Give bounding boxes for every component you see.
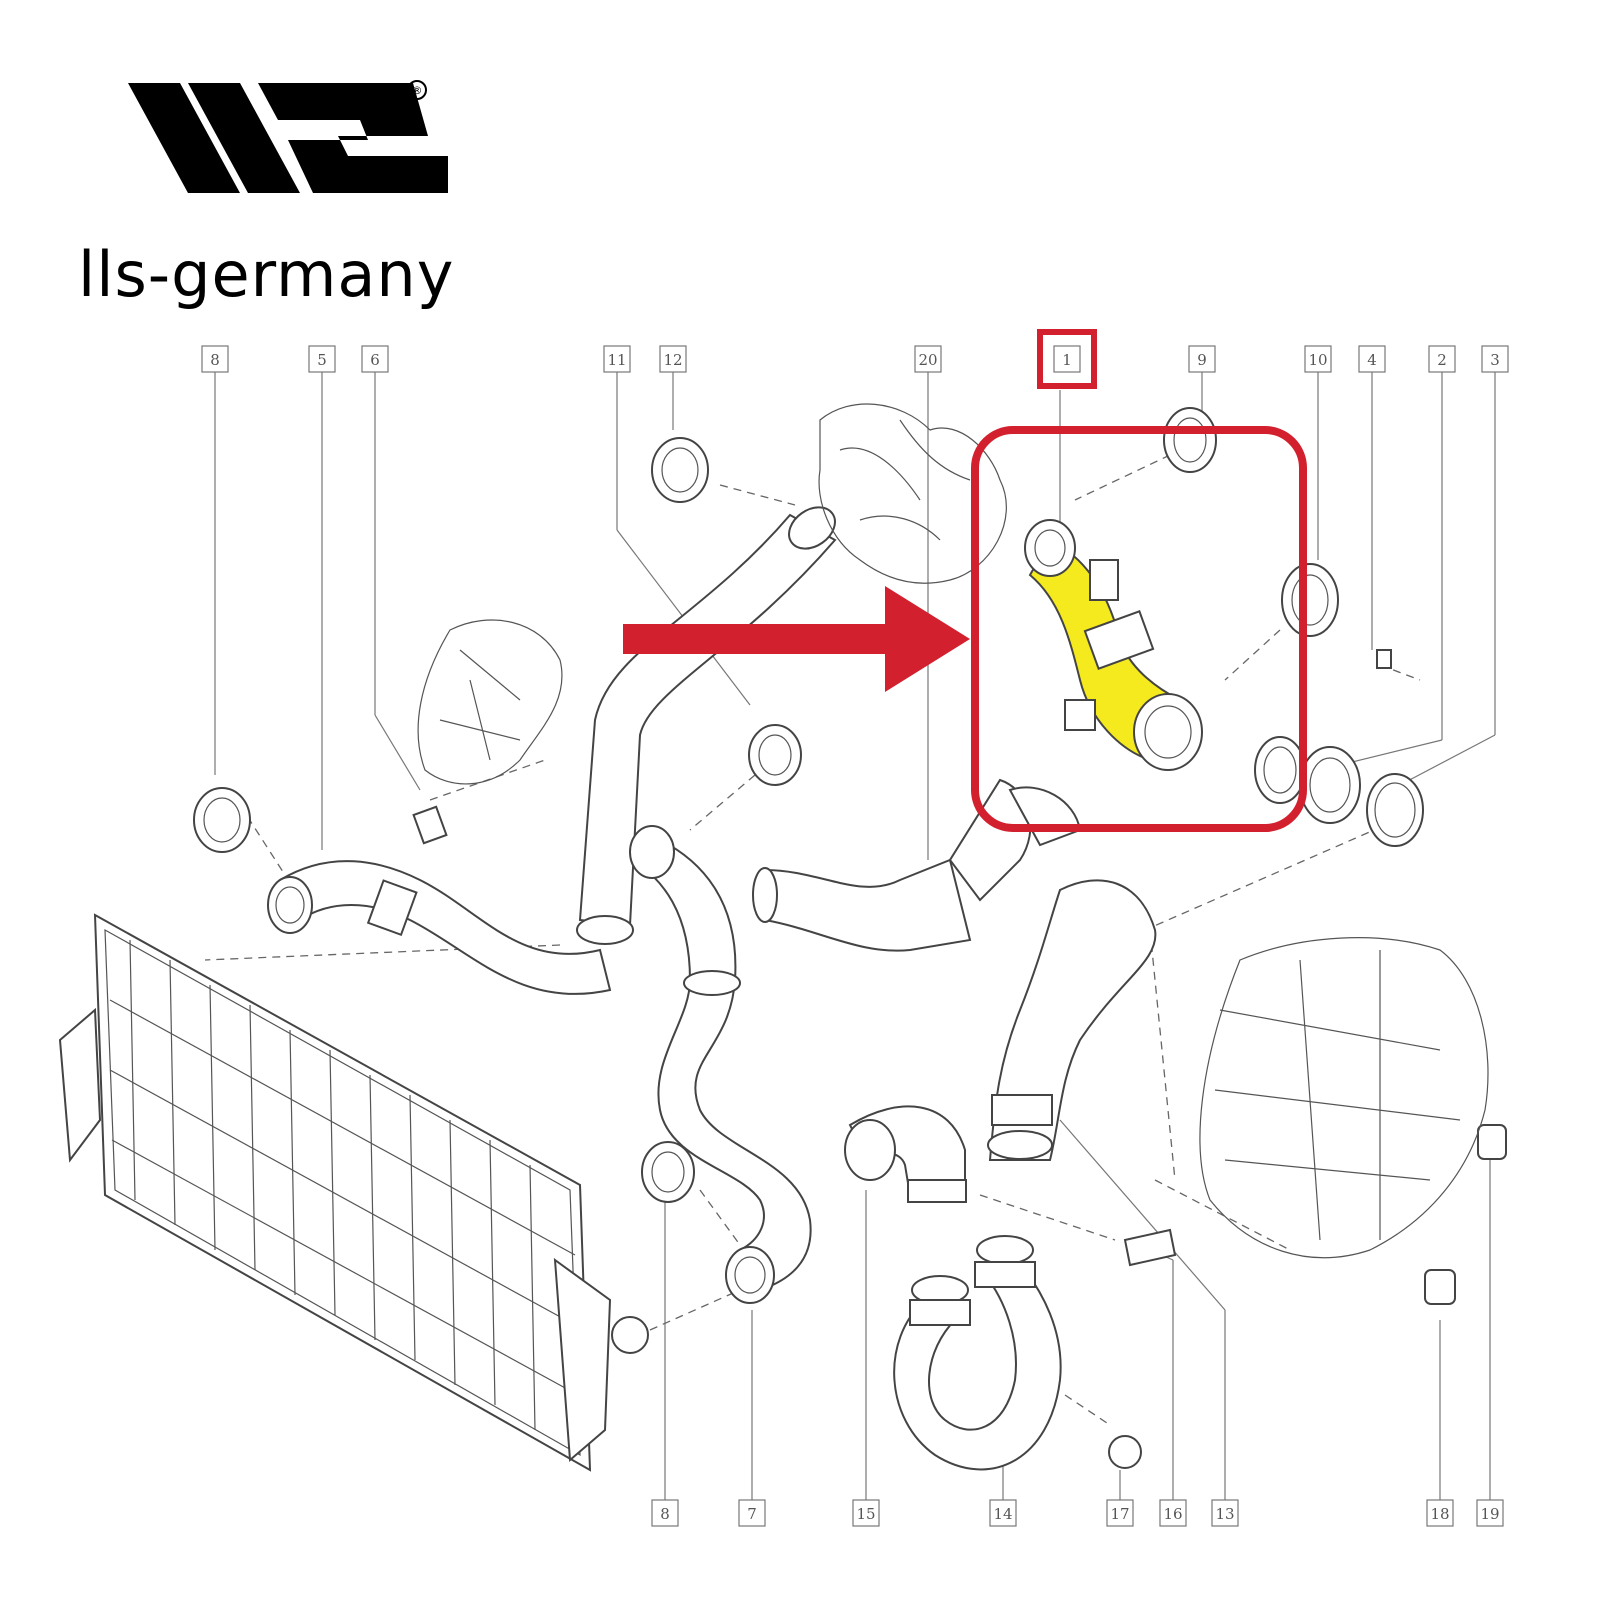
- callout-7: 7: [747, 1505, 757, 1523]
- clamps: [193, 407, 1424, 1203]
- lls-logo-icon: ®: [128, 80, 448, 193]
- pointer-arrow-icon: [623, 586, 970, 692]
- registered-mark: ®: [412, 84, 423, 97]
- highlight-callout-box: [1037, 329, 1097, 389]
- callout-10: 10: [1308, 351, 1327, 369]
- callout-19: 19: [1480, 1505, 1499, 1523]
- callout-16: 16: [1163, 1505, 1182, 1523]
- intercooler: [58, 913, 649, 1472]
- callouts-bottom: 8 7 15 14 17 16 13 18 19: [651, 1499, 1504, 1527]
- hose-13: [987, 879, 1157, 1161]
- brand-name: lls-germany: [78, 238, 455, 311]
- callout-18: 18: [1430, 1505, 1449, 1523]
- callout-8-bottom: 8: [660, 1505, 670, 1523]
- highlight-box: [971, 426, 1307, 832]
- part-1-charge-hose: [1008, 519, 1203, 847]
- callout-12: 12: [663, 351, 682, 369]
- callout-3: 3: [1490, 351, 1500, 369]
- callout-2: 2: [1437, 351, 1447, 369]
- callout-8: 8: [210, 351, 220, 369]
- callout-6: 6: [370, 351, 380, 369]
- callout-14: 14: [993, 1505, 1012, 1523]
- small-parts: [1108, 1124, 1507, 1469]
- callout-9: 9: [1197, 351, 1207, 369]
- turbo-housing: [417, 403, 1007, 785]
- callout-15: 15: [856, 1505, 875, 1523]
- callout-13: 13: [1215, 1505, 1234, 1523]
- pipe-20: [752, 778, 1032, 952]
- callout-1: 1: [1062, 351, 1072, 369]
- hose-7: [629, 825, 812, 1304]
- callouts-top: 8 5 6 11 12 20 1 9 10 4 2 3: [201, 345, 1509, 373]
- hose-5: [267, 860, 612, 995]
- callout-20: 20: [918, 351, 937, 369]
- callout-11: 11: [607, 351, 626, 369]
- callout-17: 17: [1110, 1505, 1129, 1523]
- hose-11: [576, 506, 837, 945]
- callout-5: 5: [317, 351, 327, 369]
- hose-15: [844, 1105, 967, 1203]
- hose-14: [893, 1235, 1062, 1471]
- callout-4: 4: [1367, 351, 1377, 369]
- air-filter-box: [1199, 937, 1489, 1259]
